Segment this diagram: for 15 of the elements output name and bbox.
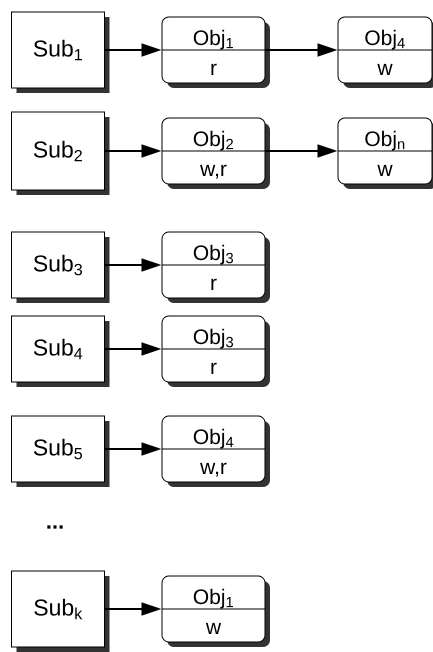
object-box: Obj$_{4}$ w,r bbox=[161, 416, 270, 487]
subject-box: Sub$_{1}$ bbox=[11, 11, 110, 93]
object-box: Obj$_{4}$ w bbox=[337, 16, 433, 88]
subject-box: Sub$_{5}$ bbox=[11, 416, 110, 487]
object-box: Obj$_{2}$ w,r bbox=[161, 118, 270, 189]
object-box: Obj$_{3}$ r bbox=[161, 232, 270, 303]
subject-box: Sub$_{3}$ bbox=[11, 232, 110, 303]
object-box: Obj$_{1}$ r bbox=[161, 16, 270, 88]
object-box: Obj$_{n}$ w bbox=[337, 118, 433, 189]
object-box: Obj$_{3}$ r bbox=[161, 316, 270, 387]
subject-box: Sub$_{4}$ bbox=[11, 316, 110, 387]
ellipsis: ... bbox=[47, 525, 63, 529]
subject-box: Sub$_{k}$ bbox=[11, 570, 110, 652]
subject-box: Sub$_{2}$ bbox=[11, 112, 110, 195]
object-box: Obj$_{1}$ w bbox=[161, 576, 270, 647]
